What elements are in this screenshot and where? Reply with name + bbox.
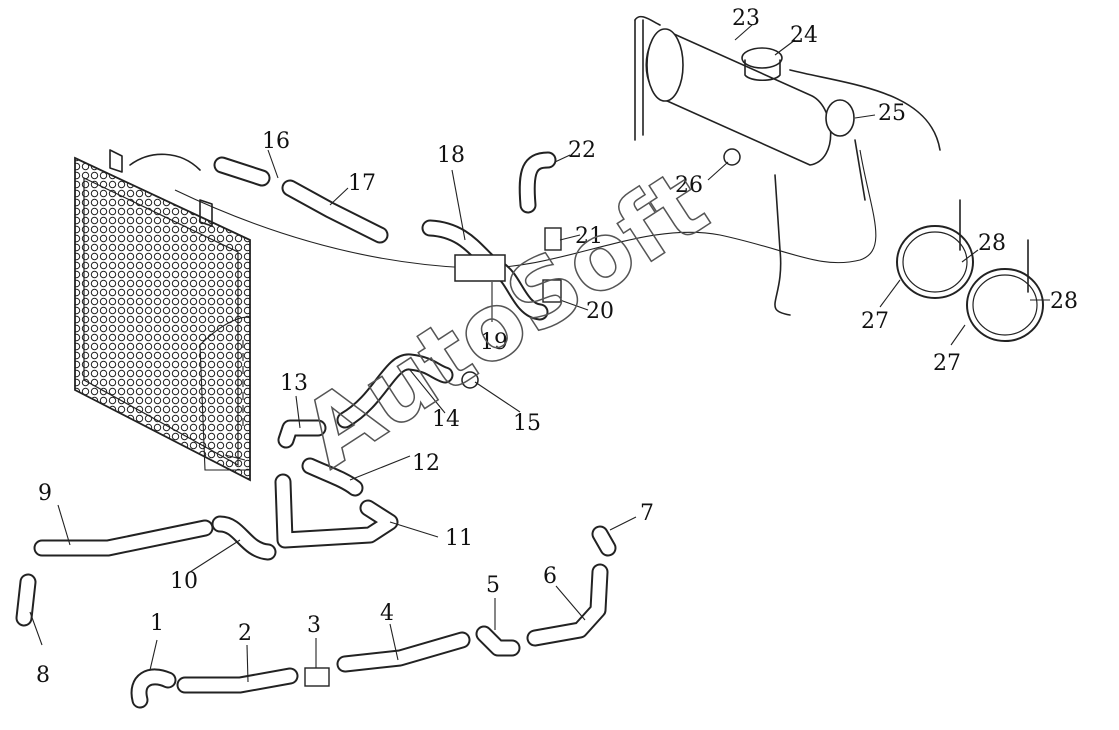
label-19-upper: 19 — [480, 330, 508, 355]
label-16: 16 — [262, 129, 290, 154]
label-8: 8 — [36, 663, 50, 688]
label-23: 23 — [732, 6, 760, 31]
middle-hoses — [15, 353, 479, 627]
label-25: 25 — [878, 101, 906, 126]
label-14: 14 — [432, 407, 460, 432]
label-12: 12 — [412, 451, 440, 476]
label-21: 21 — [575, 224, 603, 249]
label-10: 10 — [170, 569, 198, 594]
part-labels: 1 2 3 4 5 6 7 8 9 10 11 12 13 14 15 16 1… — [36, 6, 1078, 688]
label-11: 11 — [445, 526, 473, 551]
label-27-upper: 27 — [861, 309, 889, 334]
overflow-line — [174, 149, 877, 269]
expansion-tank — [634, 15, 941, 316]
radiator — [74, 149, 251, 482]
label-17: 17 — [348, 171, 376, 196]
label-26: 26 — [675, 173, 703, 198]
label-28-upper: 28 — [978, 231, 1006, 256]
label-4: 4 — [380, 601, 394, 626]
label-13: 13 — [280, 371, 308, 396]
label-18: 18 — [437, 143, 465, 168]
label-27-lower: 27 — [933, 351, 961, 376]
label-28-lower: 28 — [1050, 289, 1078, 314]
clamps — [896, 199, 1044, 342]
label-9: 9 — [38, 481, 52, 506]
label-2: 2 — [238, 621, 252, 646]
label-5: 5 — [486, 573, 500, 598]
label-7: 7 — [640, 501, 654, 526]
label-1: 1 — [150, 611, 164, 636]
label-20: 20 — [586, 299, 614, 324]
watermark-text: AutoSoft — [284, 150, 726, 489]
label-3: 3 — [307, 613, 321, 638]
leader-lines — [29, 24, 1050, 683]
lower-hoses — [130, 525, 617, 709]
label-24: 24 — [790, 23, 818, 48]
label-22: 22 — [568, 138, 596, 163]
label-6: 6 — [543, 564, 557, 589]
upper-hoses — [213, 151, 562, 321]
label-15: 15 — [513, 411, 541, 436]
